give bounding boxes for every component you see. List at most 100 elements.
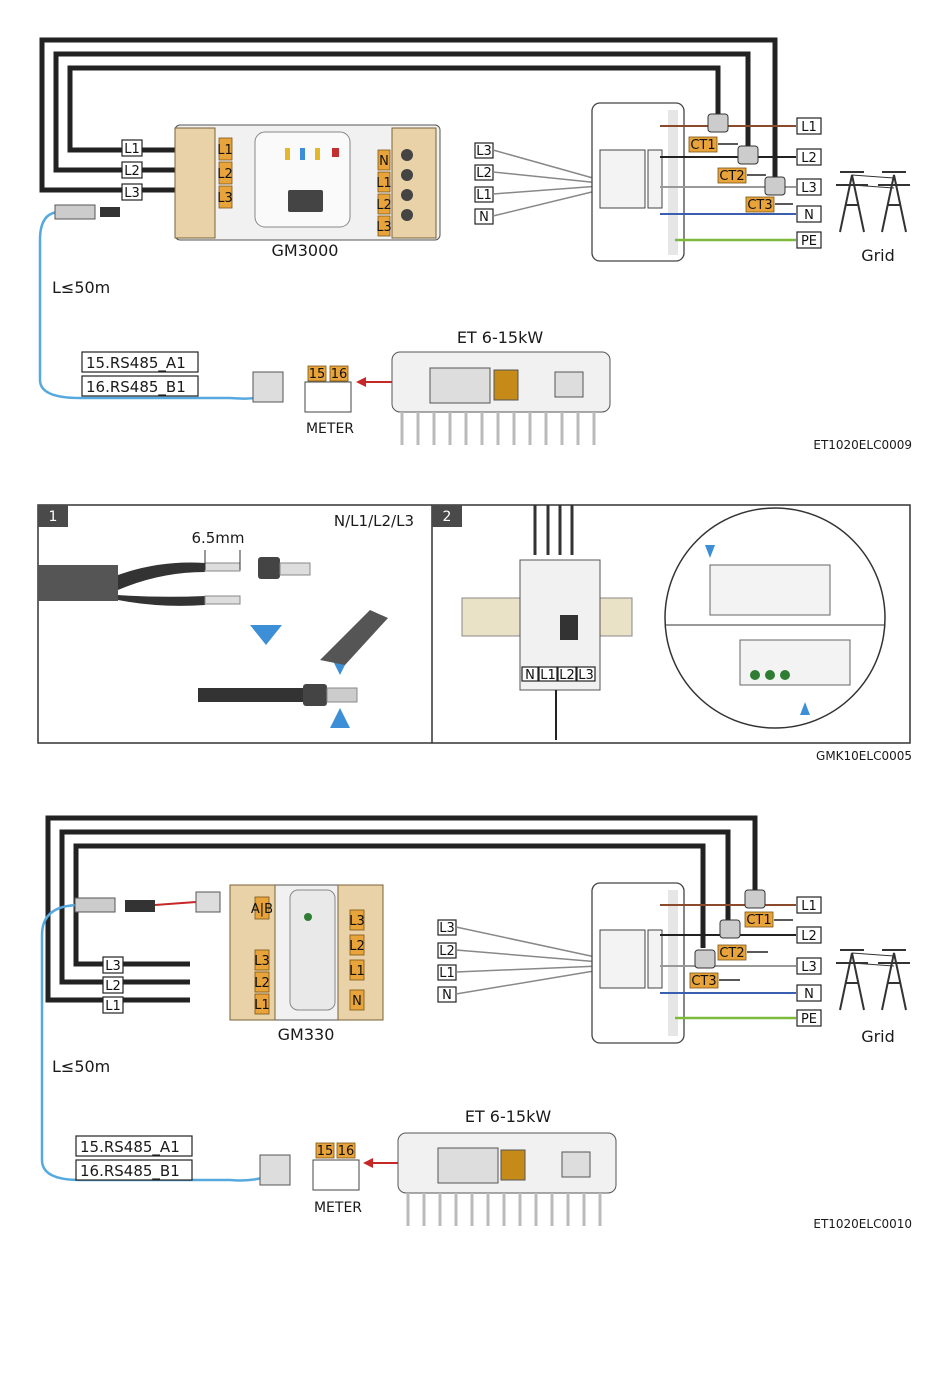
grid-tower-icon-3 [836,949,910,1011]
wire-label-l1: L1 [124,142,140,157]
step-number-1: 1 [49,509,58,525]
svg-text:N: N [442,988,452,1003]
svg-text:L1: L1 [801,899,817,914]
svg-text:16: 16 [331,367,348,382]
grid-label-3: Grid [861,1027,895,1046]
figure-code: ET1020ELC0009 [813,438,912,452]
cable-length-note: L≤50m [52,278,110,297]
diagram-gm3000: L1 L2 L3 L1 L2 L3 N [38,37,912,452]
svg-text:L3: L3 [801,181,817,196]
term-right-l3: L3 [376,220,392,235]
svg-text:L2: L2 [801,929,817,944]
cable-jacket [38,565,118,601]
term-left-l2: L2 [217,167,233,182]
svg-text:L2: L2 [254,976,270,991]
svg-text:METER: METER [314,1200,362,1216]
step-number-2: 2 [443,509,452,525]
svg-text:L1: L1 [540,668,556,683]
svg-text:L2: L2 [801,151,817,166]
right-plug-labels-3: L3 L2 L1 N [437,919,457,1003]
svg-text:L3: L3 [105,959,121,974]
rs485-a-label: 15.RS485_A1 [86,354,186,373]
left-wire-labels: L1 L2 L3 [121,139,143,201]
figure-code-2: GMK10ELC0005 [816,749,912,763]
ct1-loop-wire [67,65,721,153]
svg-text:CT1: CT1 [690,138,715,153]
svg-text:L3: L3 [801,960,817,975]
rs485-cable [38,210,266,400]
left-wire-labels-3: L3 L2 L1 [102,956,124,1014]
svg-text:N: N [352,994,362,1009]
ferrule [258,557,280,579]
right-plug-labels: L3 L2 L1 N [474,142,494,225]
svg-text:L1: L1 [439,966,455,981]
svg-text:PE: PE [801,1012,817,1027]
grid-tower-icon [836,171,910,233]
rs485-connector [252,371,284,403]
svg-text:METER: METER [306,421,354,437]
rs485-a-label-3: 15.RS485_A1 [80,1138,180,1157]
term-ab: A|B [251,902,273,917]
term-right-l1: L1 [376,176,392,191]
term-right-n: N [379,154,389,169]
left-terminal-block [174,127,216,239]
svg-text:CT1: CT1 [746,913,771,928]
svg-text:L1: L1 [254,998,270,1013]
svg-text:L2: L2 [439,944,455,959]
svg-text:L2: L2 [559,668,575,683]
term-right-l2: L2 [376,198,392,213]
crimp-tool [320,610,388,665]
grid-label: Grid [861,246,895,265]
svg-text:N: N [804,987,814,1002]
grid-line-labels-3: L1 L2 L3 N PE [796,896,822,1027]
svg-text:L1: L1 [476,188,492,203]
svg-text:L3: L3 [578,668,594,683]
gm330-meter: A|B L3 L2 L1 L3 L2 L1 N [229,884,384,1021]
svg-text:CT2: CT2 [719,169,744,184]
ct2-loop-wire [53,51,751,173]
diagram-wiring-steps: 1 N/L1/L2/L3 6.5mm 2 N L1 L2 [37,504,912,763]
svg-text:L1: L1 [105,999,121,1014]
rail-terminal-labels: N L1 L2 L3 [521,666,596,683]
cable-length-note-3: L≤50m [52,1057,110,1076]
term-left-l3: L3 [217,191,233,206]
svg-text:L2: L2 [349,939,365,954]
rs485-b-label-3: 16.RS485_B1 [80,1162,180,1181]
svg-text:15: 15 [309,367,326,382]
figure-code-3: ET1020ELC0010 [813,1217,912,1231]
rs485-connector-3 [259,1154,291,1186]
svg-text:N: N [479,210,489,225]
svg-text:16: 16 [338,1144,355,1159]
svg-text:15: 15 [317,1144,334,1159]
svg-text:L3: L3 [254,954,270,969]
diagram-gm330: L3 L2 L1 A|B L3 L2 L1 L3 L2 L1 [40,815,912,1231]
ct1-loop-wire-3 [45,815,758,1003]
right-terminal-block [391,127,437,239]
svg-text:L1: L1 [801,120,817,135]
term-left-l1: L1 [217,143,233,158]
ct-labels-3: CT1 CT2 CT3 [689,911,793,989]
meter-port: 15 16 METER [304,365,354,437]
step-badge-1 [38,505,68,527]
svg-text:CT2: CT2 [719,946,744,961]
ct3-loop-wire [39,37,778,193]
svg-text:N: N [804,208,814,223]
detail-magnifier [664,507,886,729]
svg-text:N: N [525,668,535,683]
meter-model-label: GM3000 [272,241,339,260]
wire-label-l2: L2 [124,164,140,179]
inverter-model-label: ET 6-15kW [457,328,544,347]
svg-text:CT3: CT3 [747,198,772,213]
rs485-cable-3 [40,903,271,1182]
meter-port-3: 15 16 METER [312,1142,362,1216]
conductor-label: N/L1/L2/L3 [334,512,414,530]
svg-text:L3: L3 [439,921,455,936]
svg-text:PE: PE [801,234,817,249]
rs485-b-label: 16.RS485_B1 [86,378,186,397]
svg-text:L3: L3 [349,914,365,929]
svg-text:L1: L1 [349,964,365,979]
svg-text:L3: L3 [476,144,492,159]
grid-line-labels: L1 L2 L3 N PE [796,117,822,249]
svg-text:CT3: CT3 [691,974,716,989]
